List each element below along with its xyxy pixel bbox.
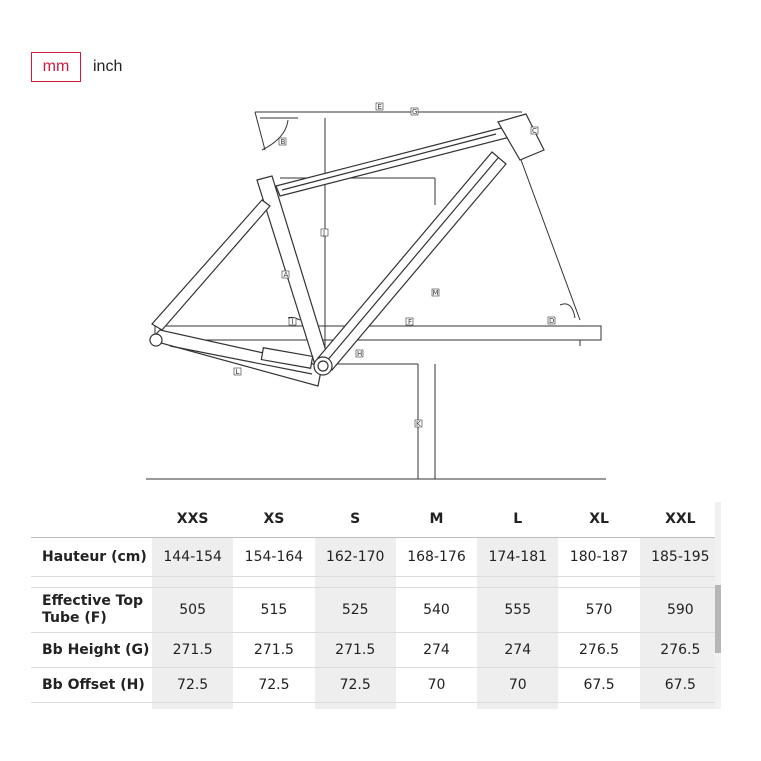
- table-cell: 67.5: [639, 667, 721, 703]
- table-cell: 271.5: [233, 632, 315, 668]
- table-cell: 525: [314, 587, 396, 633]
- table-cell: 144-154: [152, 537, 234, 577]
- table-cell: 274: [395, 632, 478, 668]
- size-header: XL: [558, 500, 640, 538]
- label-a: A: [284, 271, 289, 279]
- table-cell: 174-181: [477, 537, 559, 577]
- label-f: F: [408, 318, 412, 326]
- table-cell: 271.5: [152, 632, 234, 668]
- size-header: S: [314, 500, 396, 538]
- unit-mm-button[interactable]: mm: [31, 52, 81, 82]
- table-cell: 67.5: [558, 667, 640, 703]
- table-spacer-row: [31, 576, 721, 588]
- table-cell: 515: [233, 587, 315, 633]
- size-header: XXS: [152, 500, 234, 538]
- label-e: E: [378, 103, 382, 111]
- wheelbase-box: [154, 325, 602, 341]
- size-header: M: [395, 500, 478, 538]
- table-cell: 274: [477, 632, 559, 668]
- table-cell: 72.5: [233, 667, 315, 703]
- table-row: Effective Top Tube (F) 505 515 525 540 5…: [31, 587, 721, 633]
- size-header: L: [477, 500, 559, 538]
- label-b: B: [281, 138, 286, 146]
- unit-inch-button[interactable]: inch: [93, 58, 123, 75]
- unit-toggle: mm inch: [31, 52, 122, 82]
- rear-dropout: [149, 333, 163, 347]
- label-c: C: [532, 127, 537, 135]
- table-cell: 162-170: [314, 537, 396, 577]
- table-cell: 72.5: [152, 667, 234, 703]
- row-label: Hauteur (cm): [31, 537, 152, 577]
- geometry-table: XXS XS S M L XL XXL Hauteur (cm) 144-154…: [31, 500, 721, 709]
- table-cell: 570: [558, 587, 640, 633]
- table-cell: 72.5: [314, 667, 396, 703]
- table-cell: 70: [395, 667, 478, 703]
- label-d: D: [549, 317, 554, 325]
- table-row: Hauteur (cm) 144-154 154-164 162-170 168…: [31, 537, 721, 577]
- table-cell: 154-164: [233, 537, 315, 577]
- table-cell: 276.5: [639, 632, 721, 668]
- table-cell: 540: [395, 587, 478, 633]
- row-label: Bb Offset (H): [31, 667, 152, 703]
- head-tube: [497, 113, 545, 161]
- table-cell: 505: [152, 587, 234, 633]
- dimension-labels: E G C B J A M I F D H L K: [233, 102, 556, 428]
- bike-frame: [148, 113, 545, 387]
- table-row: Bb Offset (H) 72.5 72.5 72.5 70 70 67.5 …: [31, 667, 721, 703]
- row-label: Effective Top Tube (F): [31, 587, 152, 633]
- label-m: M: [433, 289, 439, 297]
- head-angle-line: [509, 129, 581, 321]
- table-cell: 185-195: [639, 537, 721, 577]
- table-row: Bb Height (G) 271.5 271.5 271.5 274 274 …: [31, 632, 721, 668]
- size-header-row: XXS XS S M L XL XXL: [31, 500, 721, 538]
- table-scrollbar-thumb[interactable]: [715, 585, 721, 653]
- corner-cell: [31, 500, 152, 538]
- table-cell: 180-187: [558, 537, 640, 577]
- table-spacer-row: [31, 702, 721, 709]
- size-header: XXL: [639, 500, 721, 538]
- label-g: G: [412, 108, 417, 116]
- label-j: J: [322, 229, 325, 237]
- seat-stay: [151, 199, 271, 331]
- frame-geometry-diagram: E G C B J A M I F D H L K: [146, 102, 606, 480]
- label-k: K: [416, 420, 421, 428]
- row-label: Bb Height (G): [31, 632, 152, 668]
- table-cell: 70: [477, 667, 559, 703]
- table-cell: 276.5: [558, 632, 640, 668]
- label-h: H: [357, 350, 362, 358]
- size-header: XS: [233, 500, 315, 538]
- table-cell: 555: [477, 587, 559, 633]
- label-i: I: [292, 318, 294, 326]
- table-cell: 168-176: [395, 537, 478, 577]
- table-cell: 271.5: [314, 632, 396, 668]
- table-cell: 590: [639, 587, 721, 633]
- label-l: L: [236, 368, 240, 376]
